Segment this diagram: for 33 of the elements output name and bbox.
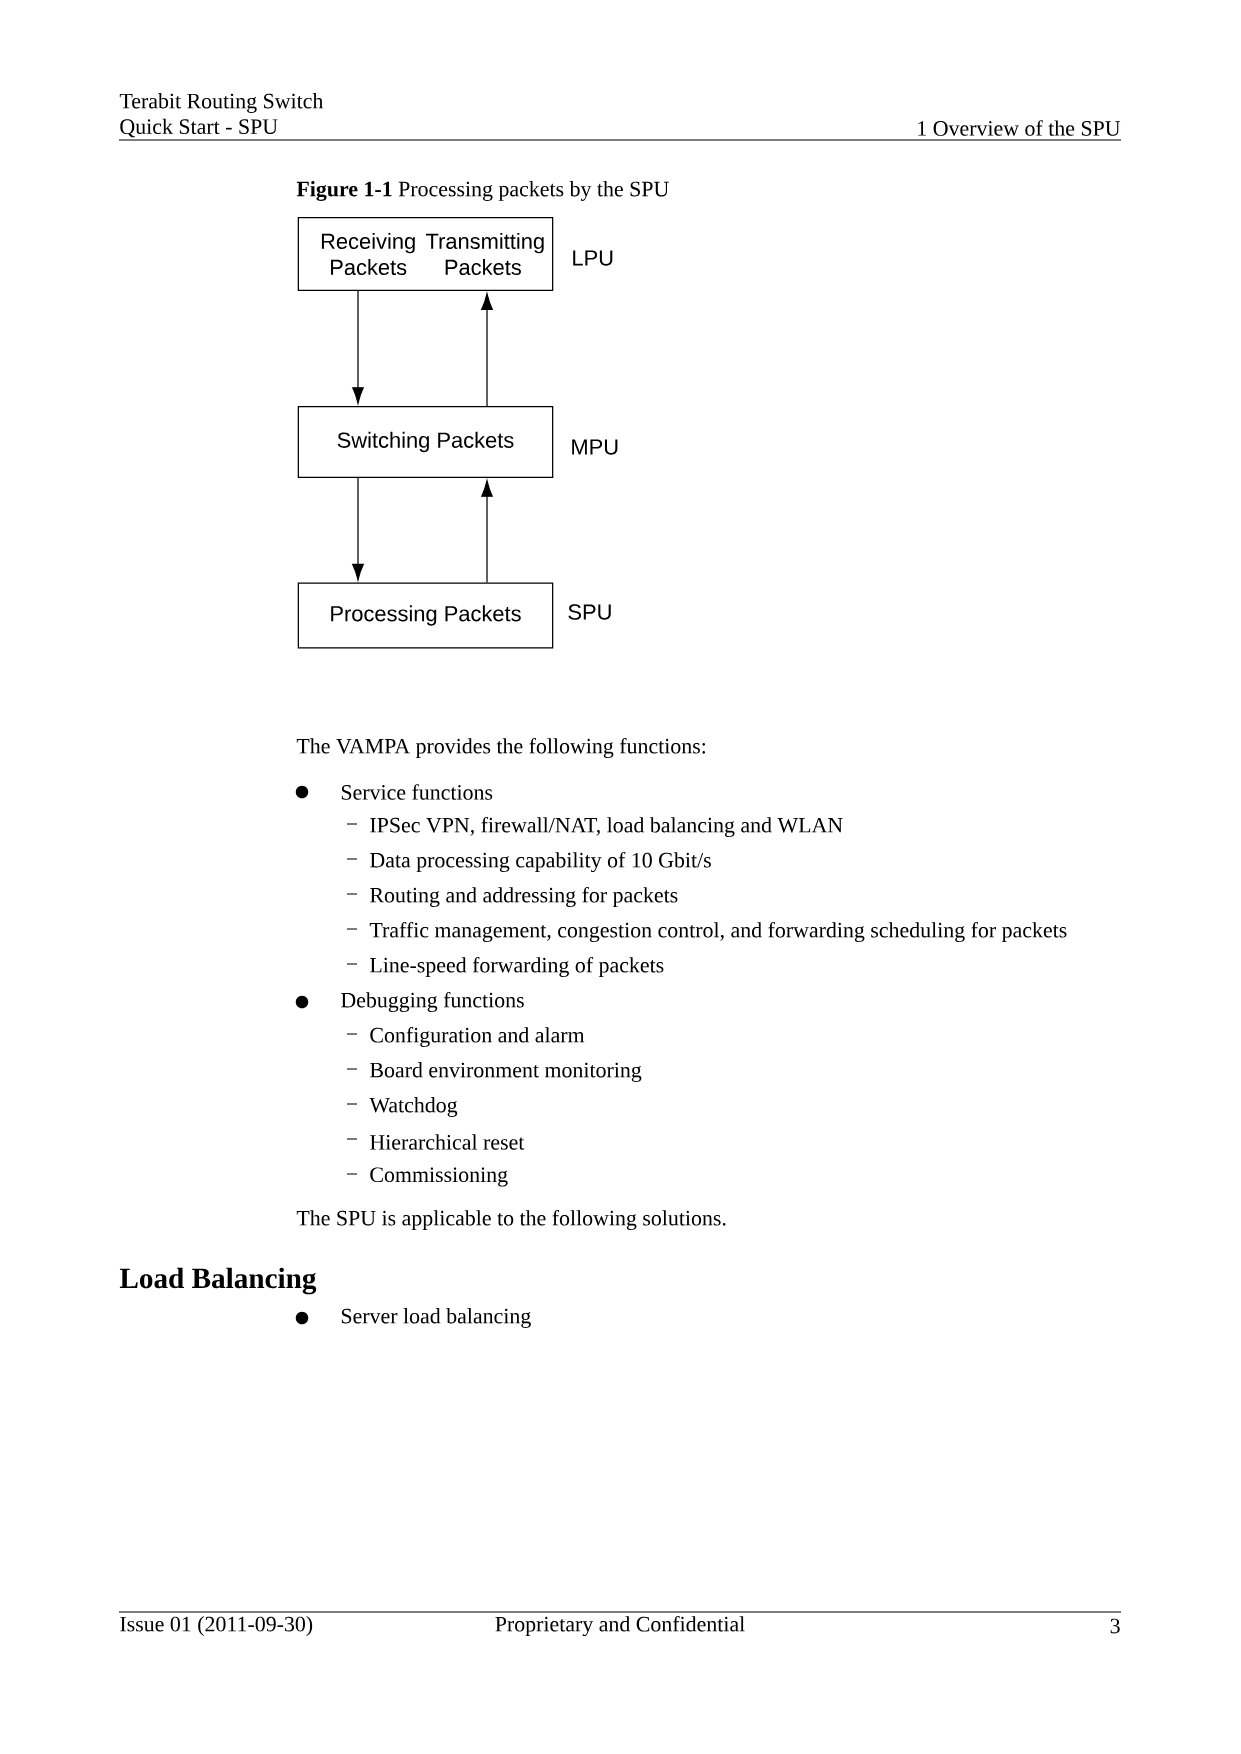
list-item: Server load balancing <box>341 1308 531 1328</box>
page-header-text: Terabit Routing Switch <box>119 93 324 113</box>
arrow <box>481 480 493 584</box>
list-item: Data processing capability of 10 Gbit/s <box>370 851 711 873</box>
arrow <box>481 293 493 407</box>
unit-label: MPU <box>572 439 618 455</box>
arrow <box>352 477 364 581</box>
list-item: Board environment monitoring <box>370 1062 642 1082</box>
list-item: Configuration and alarm <box>370 1026 585 1048</box>
list-item: Service functions <box>341 784 493 800</box>
list-item: Routing and addressing for packets <box>370 886 678 908</box>
page-footer-text: 3 <box>1110 1618 1120 1634</box>
page-footer-text: Proprietary and Confidential <box>495 1615 745 1637</box>
list-item: IPSec VPN, firewall/NAT, load balancing and WLAN <box>370 816 843 838</box>
body-text: The SPU is applicable to the following solutions. <box>296 1209 726 1231</box>
unit-label: SPU <box>568 604 611 620</box>
page-footer-text: Issue 01 (2011-09-30) <box>120 1616 313 1636</box>
body-text: The VAMPA provides the following functions: <box>296 737 706 759</box>
process-box: Receiving Packets Transmitting Packets <box>297 216 554 292</box>
list-item: Watchdog <box>369 1097 458 1117</box>
process-box: Processing Packets <box>297 582 554 649</box>
arrow <box>352 290 364 404</box>
list-item: Hierarchical reset <box>370 1134 525 1150</box>
list-item: Commissioning <box>370 1167 508 1187</box>
unit-label: LPU <box>573 250 613 266</box>
list-item: Debugging functions <box>341 991 524 1013</box>
section-heading: Load Balancing <box>119 1267 317 1295</box>
page-header-text: Quick Start - SPU <box>120 118 278 138</box>
process-box: Switching Packets <box>297 405 554 479</box>
page-header-text: 1 Overview of the SPU <box>918 120 1121 136</box>
figure-caption: Figure 1-1 Processing packets by the SPU <box>296 181 669 201</box>
list-item: Traffic management, congestion control, and forwarding scheduling for packets <box>369 921 1067 943</box>
list-item: Line-speed forwarding of packets <box>370 956 664 978</box>
